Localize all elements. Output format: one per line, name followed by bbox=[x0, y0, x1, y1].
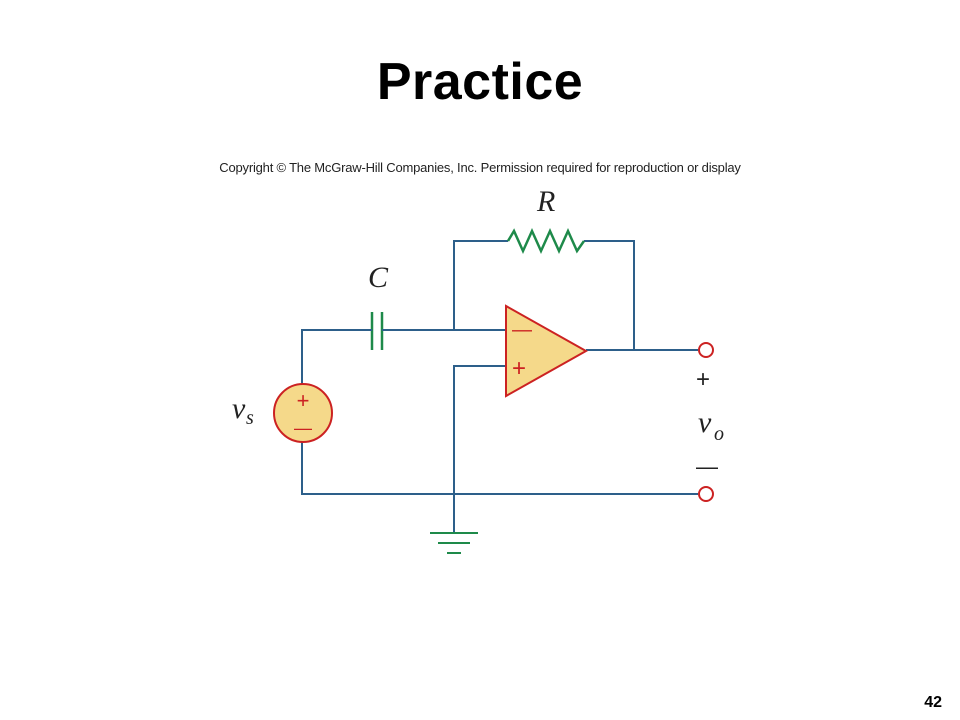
source-label-subscript: s bbox=[246, 407, 254, 429]
copyright-notice: Copyright © The McGraw-Hill Companies, I… bbox=[219, 160, 741, 175]
wire-source-to-capacitor bbox=[301, 329, 368, 385]
wire-feedback-left bbox=[453, 240, 508, 330]
source-minus-sign: — bbox=[294, 418, 312, 438]
opamp-symbol bbox=[505, 304, 589, 398]
wire-noninverting-to-ground bbox=[453, 365, 508, 533]
opamp-inverting-sign: — bbox=[512, 319, 532, 341]
page-number: 42 bbox=[924, 694, 942, 711]
source-plus-sign: + bbox=[297, 388, 310, 413]
voltage-source-symbol bbox=[273, 383, 333, 443]
wires bbox=[301, 240, 698, 533]
output-plus-label: + bbox=[696, 366, 710, 393]
source-label: v bbox=[232, 392, 246, 425]
capacitor-label: C bbox=[368, 261, 389, 294]
output-label-subscript: o bbox=[714, 423, 724, 445]
resistor-label: R bbox=[536, 185, 555, 218]
output-terminal-bottom bbox=[698, 486, 714, 502]
resistor-symbol bbox=[506, 227, 586, 255]
output-label: v bbox=[698, 406, 712, 439]
output-minus-label: — bbox=[696, 454, 718, 479]
wire-feedback-right bbox=[584, 240, 635, 350]
slide-title: Practice bbox=[376, 53, 584, 111]
output-terminal-top bbox=[698, 342, 714, 358]
wire-bottom-rail bbox=[301, 441, 698, 495]
ground-symbol bbox=[430, 532, 478, 554]
capacitor-symbol bbox=[368, 312, 386, 350]
opamp-noninverting-sign: + bbox=[512, 355, 526, 382]
